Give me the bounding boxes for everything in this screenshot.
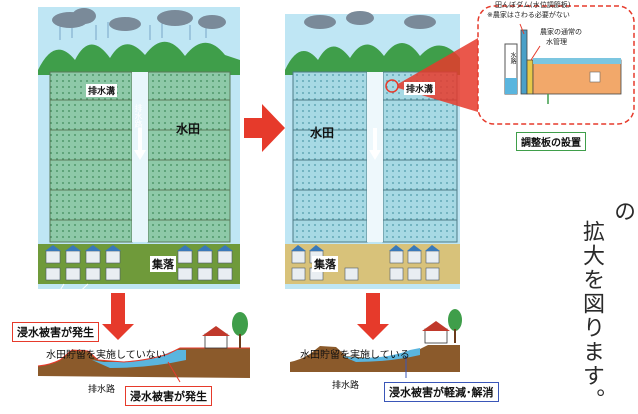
right-panel <box>285 11 460 289</box>
side-text-col1: 拡大を図ります。 <box>579 220 604 412</box>
inset-title: 田んぼダム(水位調節板) <box>495 1 571 9</box>
inset-note: ※農家はさわる必要がない <box>487 11 570 19</box>
damage-reduced-label: 浸水被害が軽減･解消 <box>384 382 499 402</box>
label-village-right: 集落 <box>312 256 338 272</box>
label-river-right: 河川 <box>345 292 365 303</box>
label-drainage-vertical: 排水路 <box>134 104 143 128</box>
label-paddy: 水田 <box>176 122 201 136</box>
down-arrow-icon <box>357 293 389 340</box>
flood-damage-label: 浸水被害が発生 <box>12 322 99 342</box>
label-paddy-right: 水田 <box>310 126 335 140</box>
label-river: 河川 <box>166 292 186 303</box>
inset-side-label: 水路 <box>509 52 516 64</box>
inset-cross-section <box>504 23 622 104</box>
down-arrow-icon <box>102 293 134 340</box>
inset-farmer-note-1: 農家の通常の <box>540 28 582 36</box>
storage-caption: 水田貯留を実施している <box>300 350 410 361</box>
terrain-left <box>37 312 250 378</box>
cloud-icon <box>52 8 226 31</box>
left-panel <box>38 7 240 323</box>
plate-installation-label: 調整板の設置 <box>516 132 586 151</box>
drain-label-left: 排水路 <box>88 385 116 395</box>
side-text-col2: 明記し、水田貯留の <box>610 200 635 224</box>
flood-damage-bottom-label: 浸水被害が発生 <box>125 386 212 406</box>
drain-label-right: 排水路 <box>332 381 360 391</box>
label-drainage-channel: 排水溝 <box>86 84 118 97</box>
right-arrow-icon <box>244 104 285 152</box>
no-storage-caption: 水田貯留を実施していない <box>46 350 166 361</box>
inset-farmer-note-2: 水管理 <box>546 38 567 46</box>
cloud-icon <box>304 11 436 29</box>
terrain-right <box>290 309 462 378</box>
label-village: 集落 <box>150 256 176 272</box>
label-drainage-channel-right: 排水溝 <box>404 82 436 95</box>
